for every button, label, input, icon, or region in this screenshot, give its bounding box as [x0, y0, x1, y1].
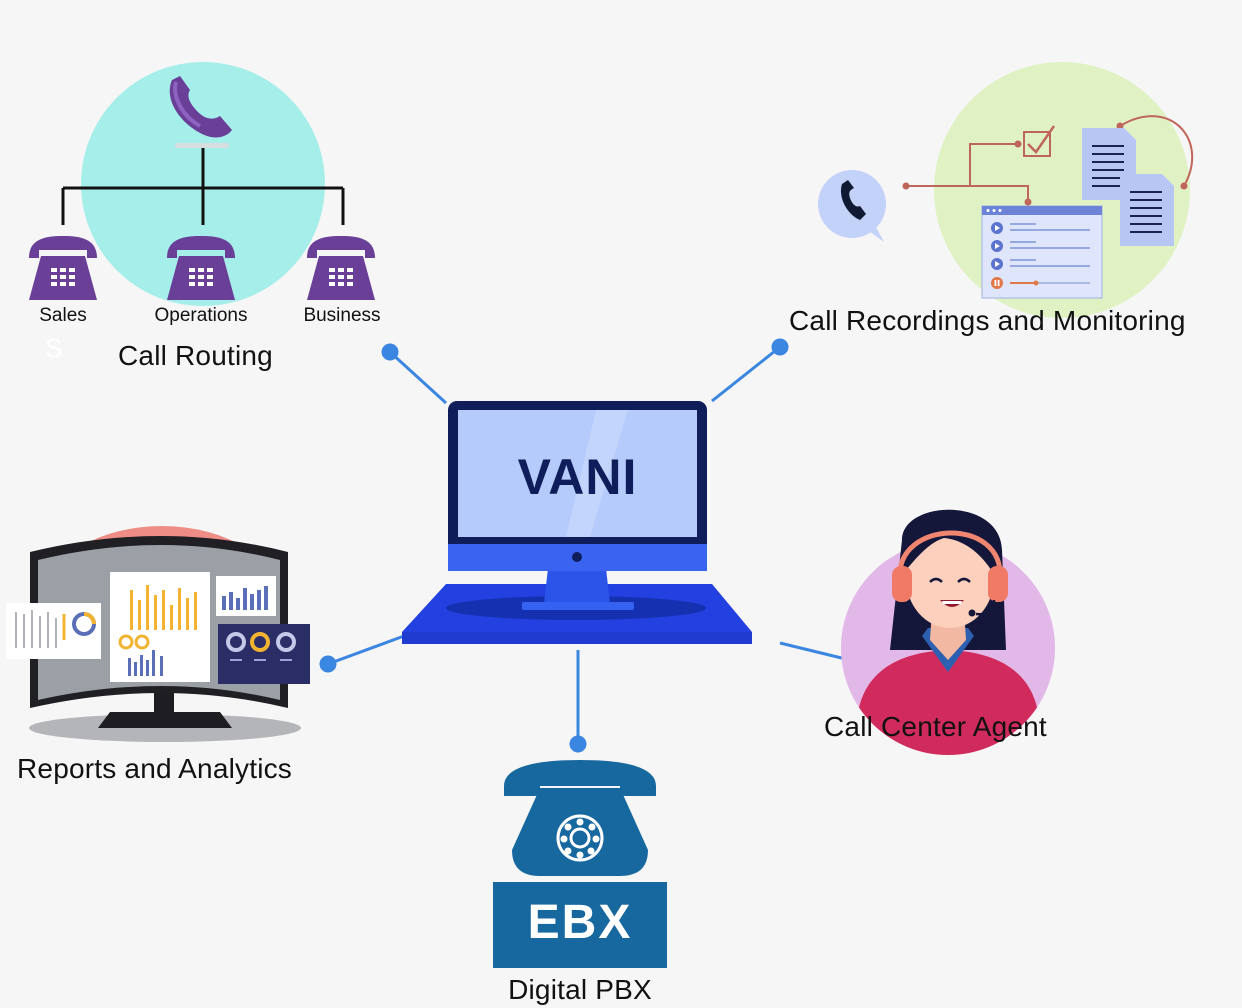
rotary-dial-icon: [556, 814, 604, 862]
pbx-handset-icon: [504, 760, 656, 796]
call-routing-illustration: [29, 62, 375, 306]
connector-dot-call-routing: [381, 343, 399, 361]
play-icon: [991, 258, 1003, 270]
reports-label: Reports and Analytics: [17, 753, 293, 784]
connector-reports: [327, 634, 405, 666]
pbx-illustration: [493, 760, 667, 968]
agent-face: [906, 528, 994, 628]
headset-icon: [892, 566, 912, 602]
call-routing-label: Call Routing: [118, 340, 273, 371]
connector-recordings: [711, 345, 781, 403]
branch-label-business: Business: [303, 305, 381, 326]
recordings-label: Call Recordings and Monitoring: [789, 305, 1186, 336]
play-icon: [991, 240, 1003, 252]
desk-phone-icon-sales: [29, 236, 97, 300]
phone-bubble-icon: [818, 170, 886, 242]
reports-illustration: [6, 526, 310, 742]
vani-platform-illustration: [402, 401, 752, 644]
vani-title: VANI: [517, 449, 638, 505]
analytics-panel-left: [6, 603, 101, 659]
play-icon: [991, 222, 1003, 234]
pbx-brand: EBX: [527, 896, 633, 949]
recordings-illustration: [818, 62, 1194, 318]
agent-label: Call Center Agent: [824, 711, 1047, 742]
connector-dot-pbx: [569, 735, 587, 753]
agent-illustration: [841, 509, 1055, 755]
desk-phone-icon-operations: [167, 236, 235, 300]
handset-icon: [169, 76, 232, 148]
monitor-stand: [544, 568, 610, 604]
branch-label-operations: Operations: [154, 305, 248, 326]
routing-tree-lines: [61, 148, 345, 225]
checkbox-icon: [1023, 125, 1056, 157]
pbx-label: Digital PBX: [508, 974, 652, 1005]
pbx-phone-body: [512, 788, 648, 876]
connector-dot-recordings: [771, 338, 789, 356]
connector-dot-reports: [319, 655, 337, 673]
pbx-brand-plate: [493, 882, 667, 968]
recordings-links: [906, 115, 1194, 202]
branch-label-sales: Sales: [39, 305, 87, 326]
pause-icon: [991, 277, 1003, 289]
desk-phone-icon-business: [307, 236, 375, 300]
recording-player-panel: [981, 205, 1103, 299]
ghost-letter: S: [45, 333, 63, 363]
agent-shirt: [858, 650, 1038, 755]
connector-call-routing: [388, 350, 448, 405]
document-icon-2: [1120, 174, 1174, 246]
